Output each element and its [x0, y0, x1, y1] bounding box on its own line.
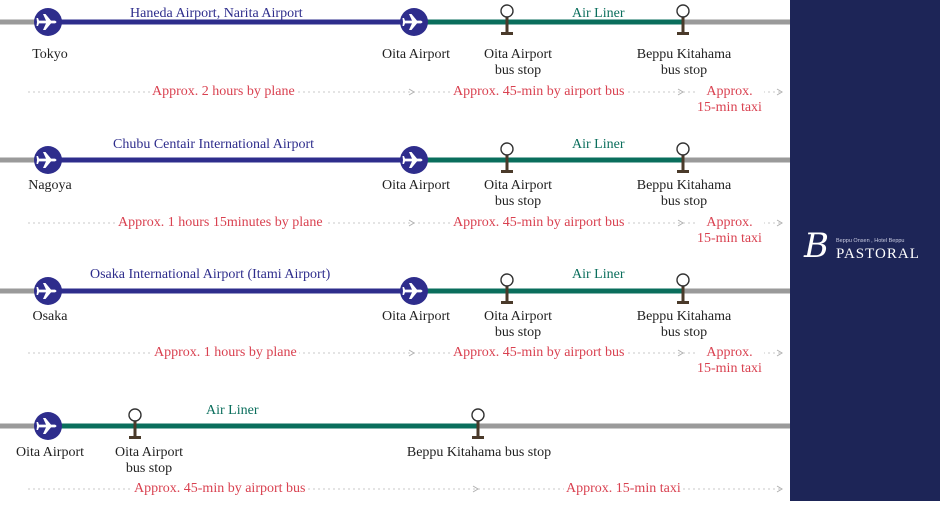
hotel-brand-panel: B Beppu Onsen , Hotel Beppu PASTORAL — [790, 0, 940, 501]
route-lines — [0, 4, 790, 493]
access-diagram: Haneda Airport, Narita Airport Air Liner… — [0, 4, 790, 497]
airplane-icon — [34, 146, 62, 174]
airplane-icon — [34, 277, 62, 305]
bus-stop-label: Oita Airport bus stop — [483, 309, 553, 340]
destination-label: Beppu Kitahama bus stop — [636, 309, 732, 340]
bus-stop-icon — [676, 142, 690, 173]
bus-stop-icon — [676, 273, 690, 304]
arrow-head — [408, 349, 415, 357]
origin-label: Oita Airport — [15, 445, 85, 460]
origin-label: Nagoya — [28, 178, 72, 193]
bus-stop-icon — [500, 273, 514, 304]
bus-duration: Approx. 45-min by airport bus — [451, 345, 627, 361]
arrow-head — [408, 219, 415, 227]
taxi-duration: Approx. 15-min taxi — [695, 345, 764, 377]
airport-label: Oita Airport — [381, 178, 451, 193]
destination-label: Beppu Kitahama bus stop — [406, 445, 552, 460]
bus-stop-icon — [676, 4, 690, 35]
plane-carrier-label: Haneda Airport, Narita Airport — [130, 6, 303, 21]
airport-label: Oita Airport — [381, 47, 451, 62]
destination-label: Beppu Kitahama bus stop — [636, 47, 732, 78]
bus-duration: Approx. 45-min by airport bus — [451, 84, 627, 100]
bus-stop-label: Oita Airport bus stop — [114, 445, 184, 476]
destination-label: Beppu Kitahama bus stop — [636, 178, 732, 209]
plane-duration: Approx. 2 hours by plane — [150, 84, 297, 100]
bus-stop-icon — [500, 142, 514, 173]
plane-duration: Approx. 1 hours by plane — [152, 345, 299, 361]
airplane-icon — [400, 146, 428, 174]
brand-logo-initial: B — [804, 226, 829, 266]
plane-carrier-label: Chubu Centair International Airport — [113, 137, 315, 152]
bus-duration: Approx. 45-min by airport bus — [132, 481, 308, 497]
bus-duration: Approx. 45-min by airport bus — [451, 215, 627, 231]
arrow-head — [776, 349, 783, 357]
arrow-head — [776, 485, 783, 493]
bus-carrier-label: Air Liner — [572, 137, 625, 152]
bus-carrier-label: Air Liner — [206, 403, 259, 418]
plane-duration: Approx. 1 hours 15minutes by plane — [116, 215, 325, 231]
arrow-head — [677, 88, 684, 96]
plane-carrier-label: Osaka International Airport (Itami Airpo… — [90, 267, 331, 282]
arrow-head — [677, 349, 684, 357]
airplane-icon — [34, 8, 62, 36]
bus-carrier-label: Air Liner — [572, 267, 625, 282]
origin-label: Tokyo — [32, 47, 68, 62]
bus-stop-label: Oita Airport bus stop — [483, 47, 553, 78]
airport-label: Oita Airport — [381, 309, 451, 324]
bus-carrier-label: Air Liner — [572, 6, 625, 21]
airplane-icon — [34, 412, 62, 440]
bus-stop-label: Oita Airport bus stop — [483, 178, 553, 209]
taxi-duration: Approx. 15-min taxi — [564, 481, 683, 497]
bus-stop-icon — [500, 4, 514, 35]
arrow-head — [776, 219, 783, 227]
arrow-head — [472, 485, 479, 493]
brand-subtitle: Beppu Onsen , Hotel Beppu — [836, 238, 905, 244]
bus-stop-icon — [471, 408, 485, 439]
airplane-icon — [400, 8, 428, 36]
arrow-head — [677, 219, 684, 227]
taxi-duration: Approx. 15-min taxi — [695, 215, 764, 247]
airplane-icon — [400, 277, 428, 305]
origin-label: Osaka — [32, 309, 68, 324]
brand-name: PASTORAL — [836, 246, 920, 262]
arrow-head — [408, 88, 415, 96]
bus-stop-icon — [128, 408, 142, 439]
taxi-duration: Approx. 15-min taxi — [695, 84, 764, 116]
arrow-head — [776, 88, 783, 96]
